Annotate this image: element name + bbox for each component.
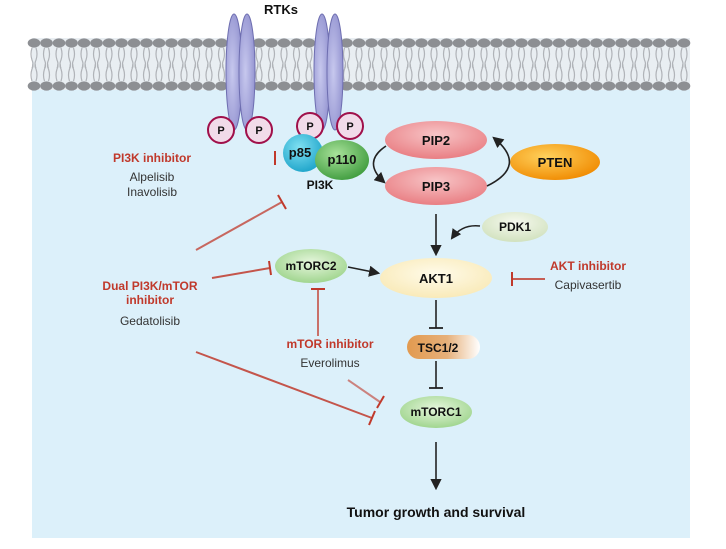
pdk1-label: PDK1: [499, 220, 531, 234]
akt1-label: AKT1: [419, 271, 453, 286]
svg-text:p85: p85: [289, 145, 311, 160]
dual-inhibitor-group: Dual PI3K/mTOR inhibitor Gedatolisib: [102, 194, 376, 426]
pten-label: PTEN: [538, 155, 573, 170]
phospho-group: P P P P: [207, 112, 364, 144]
arrow-pip3-to-pip2: [486, 136, 511, 187]
mtorc2-node: [275, 249, 347, 283]
pi3k-complex: p85 p110 PI3K: [283, 134, 369, 192]
mtorc2-label: mTORC2: [285, 259, 336, 273]
akt-inhibitor-drug: Capivasertib: [555, 278, 622, 292]
outcome-label: Tumor growth and survival: [347, 504, 526, 520]
pi3k-inhibitor-drug-2: Inavolisib: [127, 185, 177, 199]
pi3k-label: PI3K: [307, 178, 334, 192]
arrow-pdk1-to-akt1: [450, 225, 481, 240]
pi3k-inhibitor-title: PI3K inhibitor: [113, 151, 191, 165]
mtor-inhibitor-title: mTOR inhibitor: [286, 337, 373, 351]
dual-inhibitor-drug: Gedatolisib: [120, 314, 180, 328]
phospho-4: [336, 112, 364, 140]
mtor-inhibitor-group: mTOR inhibitor Everolimus: [286, 288, 385, 409]
phospho-1: [207, 116, 235, 144]
pi3k-inhibitor-group: PI3K inhibitor Alpelisib Inavolisib: [113, 151, 276, 199]
pip3-label: PIP3: [422, 179, 450, 194]
pip2-label: PIP2: [422, 133, 450, 148]
svg-text:P: P: [346, 121, 353, 133]
tsc-label: TSC1/2: [418, 341, 459, 355]
svg-text:P: P: [217, 125, 224, 137]
pi3k-inhibitor-drug-1: Alpelisib: [130, 170, 175, 184]
arrow-mtorc2-to-akt1: [347, 265, 381, 277]
p85-subunit: [283, 134, 323, 172]
pdk1-node: [482, 212, 548, 242]
akt1-node: [380, 258, 492, 298]
dual-inhibitor-title-2: inhibitor: [126, 293, 174, 307]
akt-inhibitor-group: AKT inhibitor Capivasertib: [511, 259, 626, 292]
svg-text:p110: p110: [328, 152, 357, 167]
p110-subunit: [315, 140, 369, 180]
svg-text:P: P: [255, 125, 262, 137]
arrow-pip2-to-pip3: [372, 145, 387, 184]
mtor-inhibitor-drug: Everolimus: [300, 356, 359, 370]
tsc-node: [407, 335, 480, 359]
akt-inhibitor-title: AKT inhibitor: [550, 259, 626, 273]
pip2-node: [385, 121, 487, 159]
pip3-node: [385, 167, 487, 205]
dual-inhibitor-title-1: Dual PI3K/mTOR: [102, 279, 197, 293]
svg-text:P: P: [306, 121, 313, 133]
pten-node: [510, 144, 600, 180]
cell-membrane: [27, 38, 691, 91]
rtks-label: RTKs: [264, 2, 298, 17]
phospho-2: [245, 116, 273, 144]
mtorc1-label: mTORC1: [410, 405, 461, 419]
mtorc1-node: [400, 396, 472, 428]
